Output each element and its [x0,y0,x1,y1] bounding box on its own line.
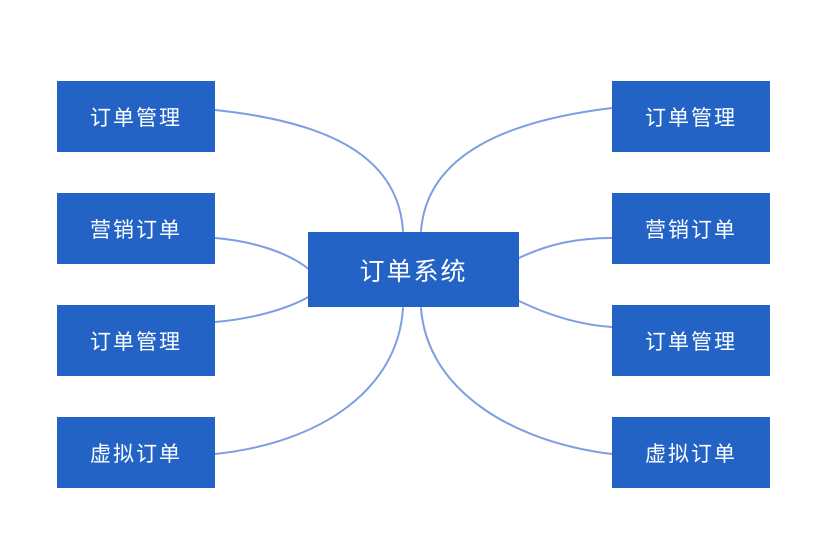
connector-right-upper [518,237,613,259]
node-label: 营销订单 [645,218,737,242]
node-root-order-system[interactable]: 订单系统 [308,232,519,307]
node-right-order-management-1[interactable]: 订单管理 [612,81,770,152]
node-left-virtual-order[interactable]: 虚拟订单 [57,417,215,488]
node-label: 订单管理 [90,330,182,354]
node-label: 订单管理 [645,106,737,130]
connector-left-upper [214,237,311,271]
node-right-virtual-order[interactable]: 虚拟订单 [612,417,770,488]
node-label: 订单管理 [645,330,737,354]
connector-right-top [420,107,613,232]
connector-right-lower [518,300,613,328]
node-right-order-management-2[interactable]: 订单管理 [612,305,770,376]
connector-left-bottom [214,307,404,455]
node-label: 订单系统 [359,257,468,286]
node-label: 虚拟订单 [645,442,737,466]
node-left-order-management-2[interactable]: 订单管理 [57,305,215,376]
connector-right-bottom [420,307,613,455]
node-label: 营销订单 [90,218,182,242]
node-label: 虚拟订单 [90,442,182,466]
node-left-marketing-order[interactable]: 营销订单 [57,193,215,264]
connector-left-top [214,109,404,232]
connector-left-lower [214,295,311,323]
node-label: 订单管理 [90,106,182,130]
node-left-order-management-1[interactable]: 订单管理 [57,81,215,152]
node-right-marketing-order[interactable]: 营销订单 [612,193,770,264]
